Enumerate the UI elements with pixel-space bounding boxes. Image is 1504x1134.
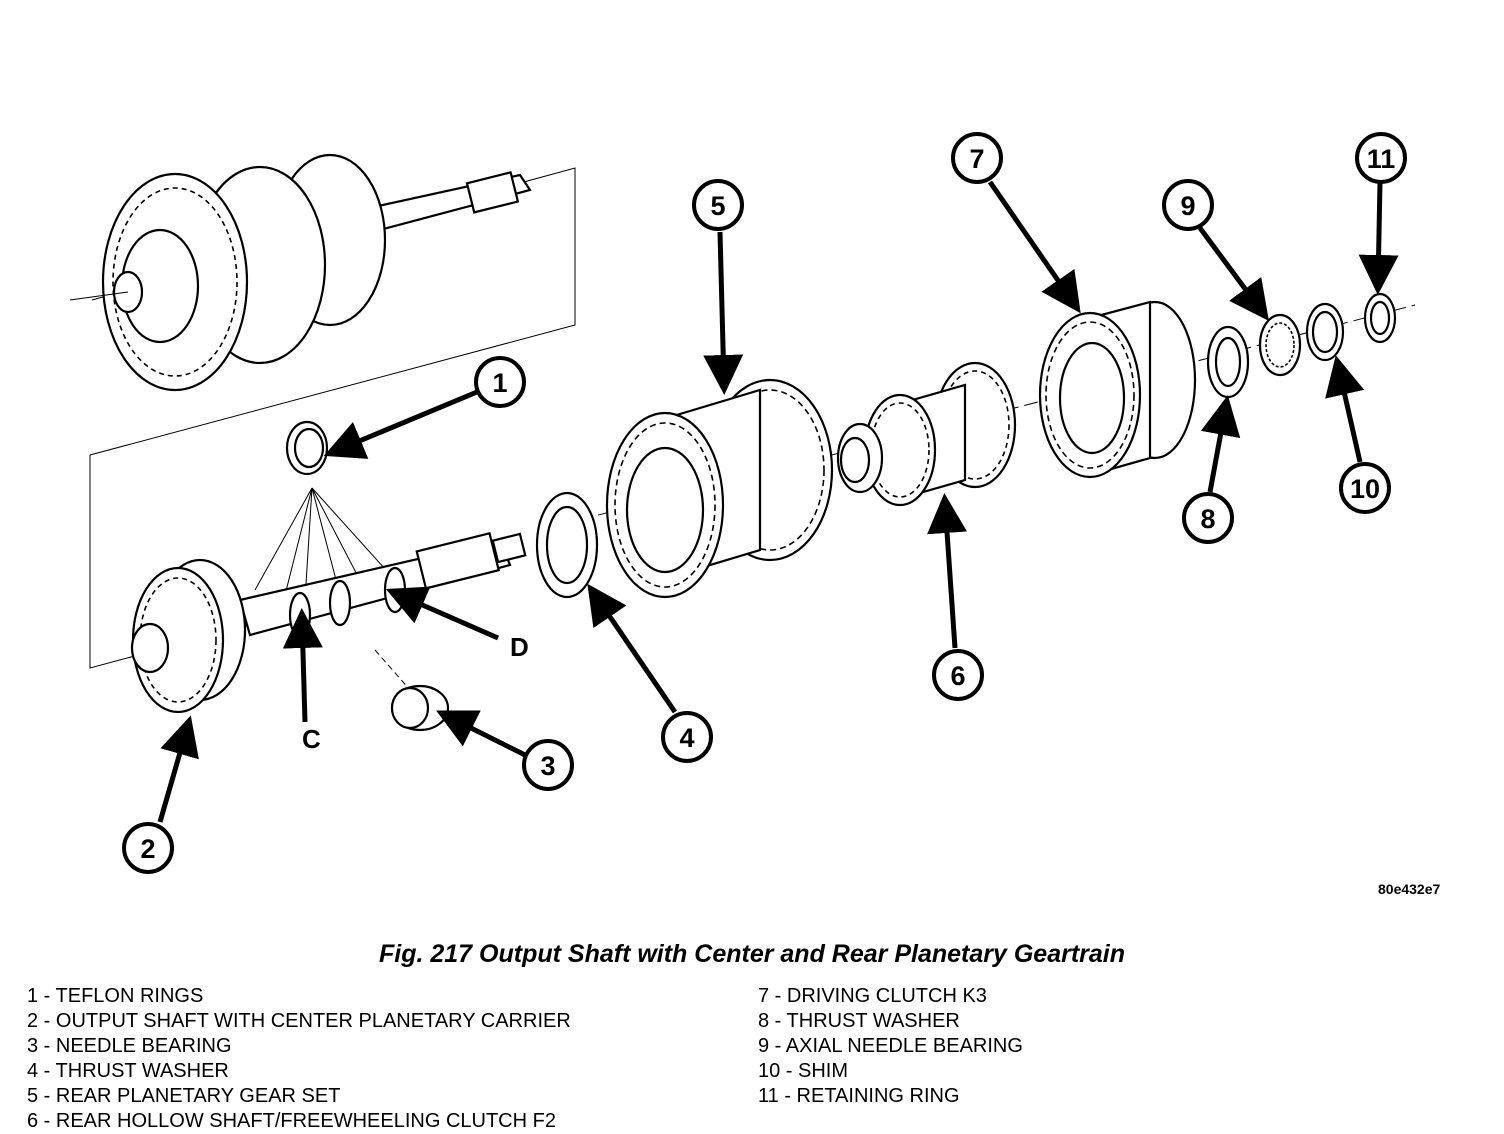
legend-item: 11 - RETAINING RING <box>758 1085 960 1107</box>
figure-code: 80e432e7 <box>1378 881 1441 897</box>
legend-item: 6 - REAR HOLLOW SHAFT/FREEWHEELING CLUTC… <box>27 1110 556 1132</box>
callout-2: 2 <box>122 822 174 874</box>
thrust-washer-part <box>535 491 599 599</box>
thrust-washer-8-part <box>1206 325 1250 399</box>
svg-text:2: 2 <box>140 834 155 864</box>
legend-left-column: 1 - TEFLON RINGS 2 - OUTPUT SHAFT WITH C… <box>27 984 571 1134</box>
assembled-output-shaft-view <box>69 153 532 392</box>
axial-needle-bearing-part <box>1258 313 1302 377</box>
retaining-ring-part <box>1363 292 1397 344</box>
callout-3: 3 <box>522 739 574 791</box>
callout-1: 1 <box>474 356 526 408</box>
svg-text:10: 10 <box>1350 474 1380 504</box>
exploded-parts-diagram: 1 2 3 4 5 6 7 8 9 10 11 C D 80e43 <box>69 132 1441 897</box>
legend-item: 1 - TEFLON RINGS <box>27 985 204 1007</box>
legend-item: 2 - OUTPUT SHAFT WITH CENTER PLANETARY C… <box>27 1010 571 1032</box>
callout-10: 10 <box>1339 462 1391 514</box>
legend-right-column: 7 - DRIVING CLUTCH K3 8 - THRUST WASHER … <box>758 984 1023 1109</box>
callout-11: 11 <box>1355 132 1407 184</box>
output-shaft-part <box>130 532 527 714</box>
legend-item: 3 - NEEDLE BEARING <box>27 1035 232 1057</box>
label-d: D <box>510 632 529 662</box>
figure-caption: Fig. 217 Output Shaft with Center and Re… <box>379 940 1125 968</box>
svg-text:8: 8 <box>1200 504 1215 534</box>
shim-part <box>1305 302 1345 362</box>
legend-item: 8 - THRUST WASHER <box>758 1010 960 1032</box>
label-c: C <box>302 724 321 754</box>
legend-item: 7 - DRIVING CLUTCH K3 <box>758 985 987 1007</box>
legend-item: 9 - AXIAL NEEDLE BEARING <box>758 1035 1023 1057</box>
svg-text:7: 7 <box>969 144 984 174</box>
svg-text:6: 6 <box>950 661 965 691</box>
rear-planetary-gear-set-part <box>605 378 834 599</box>
callout-7: 7 <box>951 132 1003 184</box>
svg-text:1: 1 <box>492 368 507 398</box>
needle-bearing-part <box>374 649 450 732</box>
svg-text:11: 11 <box>1367 144 1396 174</box>
svg-text:9: 9 <box>1180 191 1195 221</box>
svg-text:5: 5 <box>710 191 725 221</box>
legend-item: 10 - SHIM <box>758 1060 849 1082</box>
callout-8: 8 <box>1182 492 1234 544</box>
leader-arrows <box>157 180 1399 823</box>
driving-clutch-k3-part <box>1038 300 1197 479</box>
svg-text:3: 3 <box>540 751 555 781</box>
rear-hollow-shaft-part <box>836 361 1017 507</box>
teflon-rings-part <box>254 420 396 601</box>
callout-5: 5 <box>692 179 744 231</box>
callout-9: 9 <box>1162 179 1214 231</box>
legend-item: 4 - THRUST WASHER <box>27 1060 229 1082</box>
legend-item: 5 - REAR PLANETARY GEAR SET <box>27 1085 341 1107</box>
callout-6: 6 <box>932 649 984 701</box>
callout-4: 4 <box>661 711 713 763</box>
svg-text:4: 4 <box>679 723 694 753</box>
